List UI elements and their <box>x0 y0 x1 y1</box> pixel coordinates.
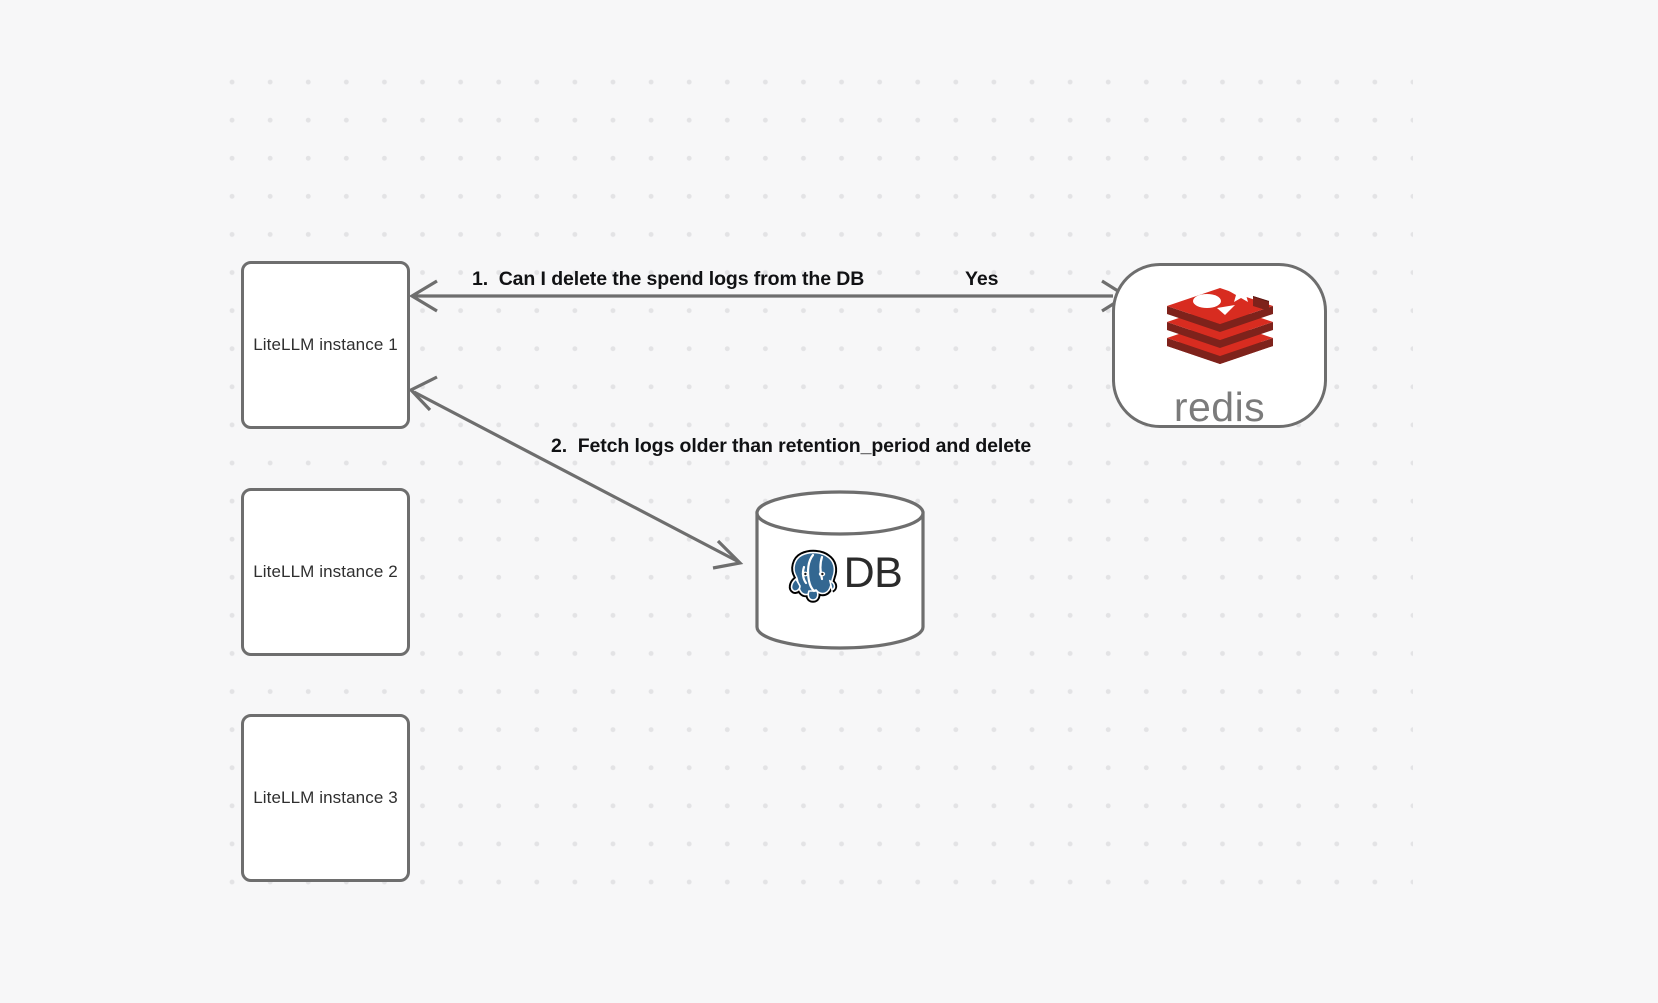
edge-1-reply-label: Yes <box>965 268 999 290</box>
node-redis[interactable]: redis <box>1112 263 1327 428</box>
postgresql-elephant-icon <box>788 549 837 603</box>
redis-logo-icon <box>1166 283 1273 365</box>
node-litellm-instance-3[interactable]: LiteLLM instance 3 <box>241 714 410 882</box>
database-cylinder-icon <box>755 490 925 650</box>
node-litellm-instance-2-label: LiteLLM instance 2 <box>253 562 398 581</box>
node-database-label: DB <box>843 548 903 597</box>
edge-2-litellm1-to-database <box>408 375 744 570</box>
edge-2-label: 2. Fetch logs older than retention_perio… <box>551 435 1032 457</box>
node-litellm-instance-2[interactable]: LiteLLM instance 2 <box>241 488 410 656</box>
node-litellm-instance-1-label: LiteLLM instance 1 <box>253 335 398 354</box>
node-litellm-instance-1[interactable]: LiteLLM instance 1 <box>241 261 410 429</box>
node-litellm-instance-3-label: LiteLLM instance 3 <box>253 788 398 807</box>
node-database[interactable]: DB <box>754 489 926 651</box>
node-redis-label: redis <box>1173 384 1266 431</box>
edge-1-label: 1. Can I delete the spend logs from the … <box>472 268 865 290</box>
